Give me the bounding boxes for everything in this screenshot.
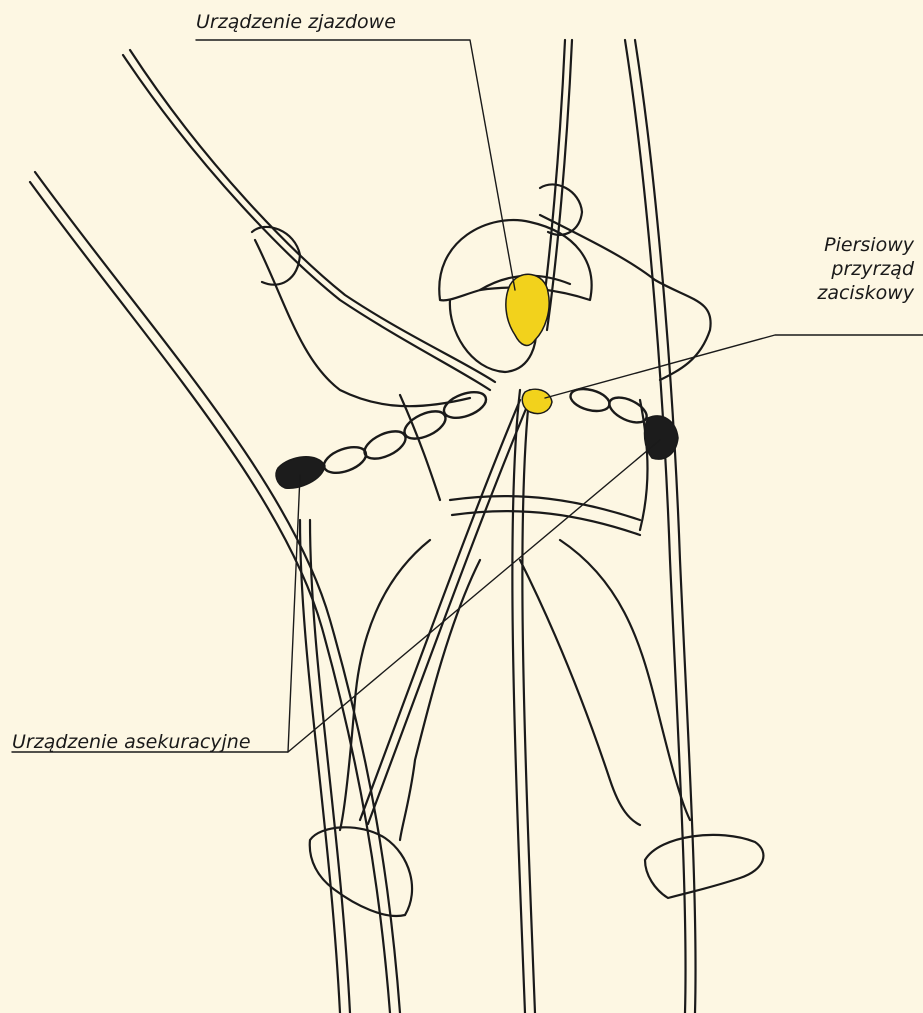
leader-backup-right [288,440,660,752]
right-foot [645,835,763,898]
leader-lines [12,40,923,752]
rope-diagonal-top-b [130,50,495,382]
leader-chest [545,335,923,398]
leader-descender [196,40,515,290]
chain-sling [321,385,651,478]
rope-cross [360,400,520,820]
chain-link [441,387,490,423]
left-hand [252,227,300,285]
chain-link [606,392,651,427]
right-arm-raised [540,215,711,380]
rope-leg-b [310,520,350,1013]
harness-waist [450,496,640,520]
chain-link [360,426,409,465]
label-descender-device: Urządzenie zjazdowe [196,10,396,34]
rope-right [625,40,686,1013]
rope-leg [300,520,340,1013]
label-chest-ascender: Piersiowy przyrząd zaciskowy [817,233,914,305]
chest-ascender-device [522,389,552,413]
label-chest-line-2: przyrząd [817,257,914,281]
left-leg [340,540,430,830]
label-chest-line-1: Piersiowy [817,233,914,257]
descender-device [506,274,549,345]
right-leg-inner [520,560,640,825]
rope-cross-b [368,404,528,824]
rope-left-outer [35,172,400,1013]
leader-backup-left [12,475,300,752]
rope-center-lower-b [522,390,535,1013]
chain-link [321,442,370,478]
rope-left-outer-b [30,182,390,1013]
rope-diagonal-top [123,55,490,390]
backup-device-left [276,457,325,488]
left-arm [255,240,470,406]
ropes [30,40,696,1013]
label-backup-device: Urządzenie asekuracyjne [12,730,251,754]
label-chest-line-3: zaciskowy [817,281,914,305]
